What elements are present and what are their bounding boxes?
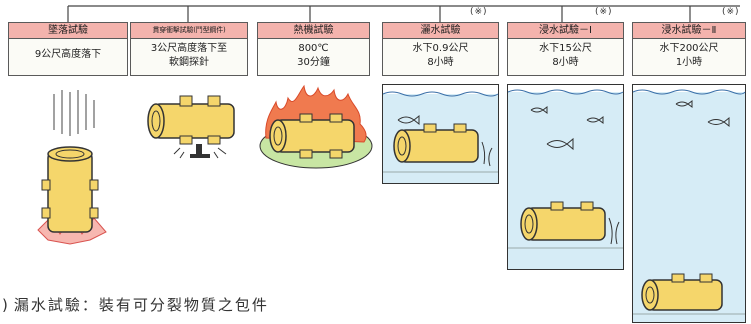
cask-immersion-1 [526, 207, 606, 241]
note-marker-3: (※) [722, 7, 740, 17]
water-spray-test-line-2: 8小時 [427, 57, 454, 68]
caption: ) 漏水試驗：裝有可分裂物質之包件 [2, 294, 269, 315]
caption-text: 漏水試驗：裝有可分裂物質之包件 [13, 296, 269, 314]
connector-tree [67, 5, 740, 22]
drop-test-title: 墜落試驗 [9, 23, 127, 39]
thermal-test-title: 熱機試驗 [258, 23, 369, 39]
cask-thermal [275, 119, 355, 153]
fish [707, 116, 730, 128]
fish [546, 137, 574, 151]
immersion-test-1-title: 浸水試驗－Ⅰ [508, 23, 623, 39]
puncture-test-line-2: 軟鋼探針 [169, 57, 209, 68]
thermal-test-line-1: 800℃ [298, 43, 329, 54]
fish [675, 100, 693, 108]
water-spray-test-line-1: 水下0.9公尺 [412, 43, 469, 54]
puncture-test-title: 貫穿衝擊試驗(鬥型鋼件) [131, 23, 247, 39]
cask-spray [399, 129, 479, 163]
water-spray-test-title: 灑水試驗 [383, 23, 498, 39]
thermal-test-illustration [259, 84, 373, 169]
drop-test-line-1: 9公尺高度落下 [34, 49, 102, 60]
immersion-test-2-line-1: 水下200公尺 [659, 43, 719, 54]
fish [397, 114, 420, 126]
thermal-test-box: 熱機試驗 800℃ 30分鐘 [257, 22, 370, 76]
cask-puncture [153, 103, 235, 139]
fish [530, 106, 548, 114]
note-marker-1: (※) [470, 7, 488, 17]
puncture-test-illustration [147, 95, 235, 159]
puncture-test-line-1: 3公尺高度落下至 [150, 43, 228, 54]
fish [586, 116, 604, 124]
immersion-test-2-line-2: 1小時 [675, 57, 703, 68]
cask-drop [47, 151, 93, 233]
water-spray-illustration [382, 84, 499, 184]
immersion-test-1-box: 浸水試驗－Ⅰ 水下15公尺 8小時 [507, 22, 624, 76]
water-tank-medium [508, 92, 623, 269]
puncture-bar [196, 144, 202, 156]
water-spray-test-box: 灑水試驗 水下0.9公尺 8小時 [382, 22, 499, 76]
immersion-1-illustration [507, 84, 624, 270]
drop-test-illustration [37, 90, 107, 245]
drop-test-box: 墜落試驗 9公尺高度落下 [8, 22, 128, 76]
cask-immersion-2 [647, 279, 723, 311]
note-marker-2: (※) [595, 7, 613, 17]
thermal-test-line-2: 30分鐘 [297, 57, 330, 68]
immersion-test-2-title: 浸水試驗－Ⅱ [633, 23, 745, 39]
immersion-test-1-line-2: 8小時 [552, 57, 579, 68]
caption-paren: ) [2, 296, 8, 314]
immersion-test-2-box: 浸水試驗－Ⅱ 水下200公尺 1小時 [632, 22, 746, 76]
immersion-test-1-line-1: 水下15公尺 [539, 43, 592, 54]
puncture-test-box: 貫穿衝擊試驗(鬥型鋼件) 3公尺高度落下至 軟鋼探針 [130, 22, 248, 76]
immersion-2-illustration [632, 84, 746, 323]
